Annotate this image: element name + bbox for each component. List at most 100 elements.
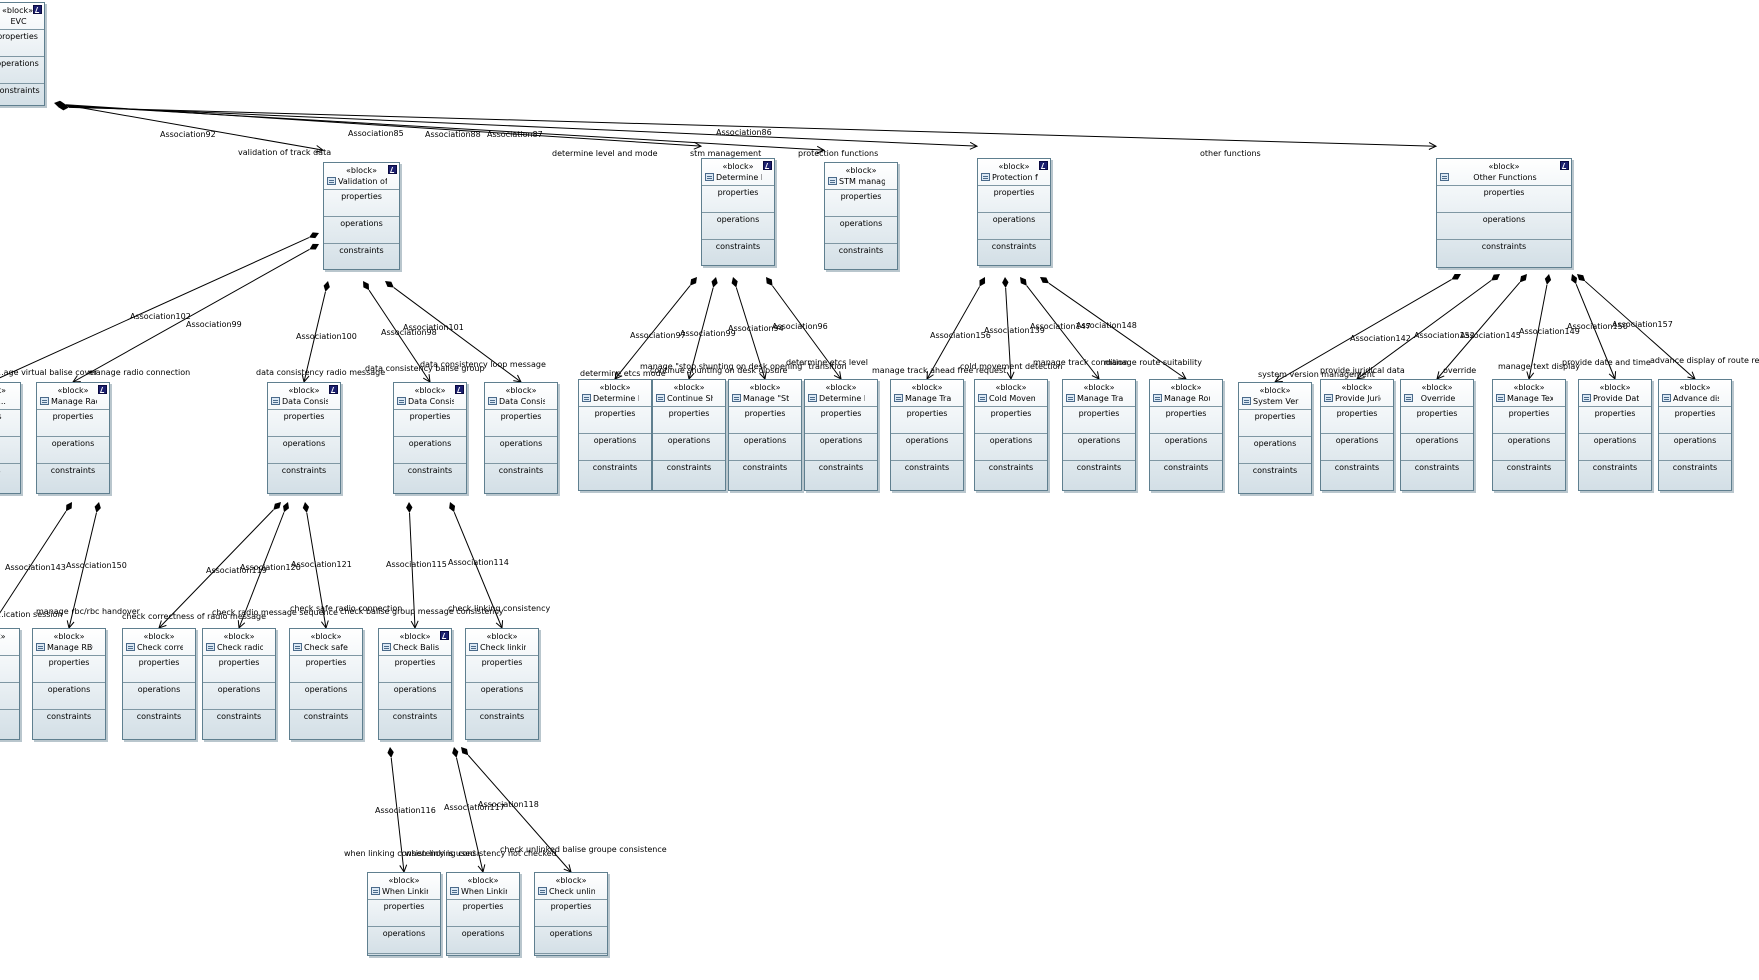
block-rbc[interactable]: «block»Manage RBC...propertiesoperations… bbox=[32, 628, 106, 740]
association-role: check radio message sequence bbox=[212, 608, 338, 617]
block-name: ... bbox=[0, 642, 7, 653]
block-jur[interactable]: «block»Provide Juridi...propertiesoperat… bbox=[1320, 379, 1394, 491]
diagram-link-icon[interactable] bbox=[388, 165, 397, 174]
block-determine[interactable]: «block»Determine le...propertiesoperatio… bbox=[701, 158, 775, 266]
block-det1[interactable]: «block»Determine ET...propertiesoperatio… bbox=[578, 379, 652, 491]
association-role: determine etcs level bbox=[786, 358, 868, 367]
diagram-link-icon[interactable] bbox=[763, 161, 772, 170]
compartment-constraints: constraints bbox=[1150, 460, 1222, 487]
block-checkl[interactable]: «block»Check linkin...propertiesoperatio… bbox=[465, 628, 539, 740]
block-header: «block»Manage Text... bbox=[1493, 380, 1565, 406]
compartment-constraints bbox=[535, 953, 607, 980]
block-stereotype: «block» bbox=[1083, 383, 1115, 392]
association-line bbox=[158, 509, 274, 629]
block-mstop[interactable]: «block»Manage "Sto...propertiesoperation… bbox=[728, 379, 802, 491]
association-role: determine level and mode bbox=[552, 149, 658, 158]
block-type-icon bbox=[450, 887, 459, 895]
block-stereotype: «block» bbox=[673, 383, 705, 392]
block-dc2[interactable]: «block»Data Consist...propertiesoperatio… bbox=[393, 382, 467, 494]
block-checkb[interactable]: «block»Check Balise ...propertiesoperati… bbox=[378, 628, 452, 740]
diagram-link-icon[interactable] bbox=[1039, 161, 1048, 170]
block-mtext[interactable]: «block»Manage Text...propertiesoperation… bbox=[1492, 379, 1566, 491]
association-name: Association118 bbox=[478, 800, 539, 809]
compartment-operations: operations bbox=[1493, 433, 1565, 460]
block-protection[interactable]: «block»Protection fu...propertiesoperati… bbox=[977, 158, 1051, 266]
block-dc3[interactable]: «block»Data Consist...propertiesoperatio… bbox=[484, 382, 558, 494]
block-stm[interactable]: «block»STM manage...propertiesoperations… bbox=[824, 162, 898, 270]
compartment-constraints: constraints bbox=[268, 463, 340, 490]
diagram-link-icon[interactable] bbox=[455, 385, 464, 394]
block-type-icon bbox=[538, 887, 547, 895]
compartment-constraints: constraints bbox=[579, 460, 651, 487]
block-name: Manage Rou... bbox=[1164, 394, 1210, 403]
block-stereotype: «block» bbox=[345, 166, 377, 175]
block-when1[interactable]: «block»When Linkin...propertiesoperation… bbox=[367, 872, 441, 956]
block-type-icon bbox=[1242, 397, 1251, 405]
block-type-icon bbox=[1440, 173, 1449, 181]
block-mtrac1[interactable]: «block»Manage Trac...propertiesoperation… bbox=[890, 379, 964, 491]
block-cold[interactable]: «block»Cold Movem...propertiesoperations… bbox=[974, 379, 1048, 491]
block-type-icon bbox=[828, 177, 837, 185]
block-when2[interactable]: «block»When Linkin...propertiesoperation… bbox=[446, 872, 520, 956]
block-mtrac2[interactable]: «block»Manage Trac...propertiesoperation… bbox=[1062, 379, 1136, 491]
association-role: manage track condition bbox=[1033, 358, 1129, 367]
compartment-properties: properties bbox=[1579, 406, 1651, 433]
association-name: Association98 bbox=[381, 328, 437, 337]
association-name: Association96 bbox=[772, 322, 828, 331]
association-name: Association114 bbox=[448, 558, 509, 567]
diagram-link-icon[interactable] bbox=[98, 385, 107, 394]
association-name: Association150 bbox=[66, 561, 127, 570]
block-header: «block»Determine ET... bbox=[805, 380, 877, 406]
navigation-arrowhead bbox=[693, 141, 703, 150]
block-type-icon bbox=[705, 173, 714, 181]
block-mrou[interactable]: «block»Manage Rou...propertiesoperations… bbox=[1149, 379, 1223, 491]
diagram-link-icon[interactable] bbox=[440, 631, 449, 640]
block-checks[interactable]: «block»Check safe ra...propertiesoperati… bbox=[289, 628, 363, 740]
block-type-icon bbox=[271, 397, 280, 405]
block-type-icon bbox=[732, 394, 741, 402]
association-line bbox=[467, 754, 572, 873]
composition-diamond bbox=[1571, 274, 1578, 285]
association-name: Association149 bbox=[1519, 327, 1580, 336]
diagram-link-icon[interactable] bbox=[33, 5, 42, 14]
compartment-properties: properties bbox=[653, 406, 725, 433]
block-validation[interactable]: «block»Validation of ...propertiesoperat… bbox=[323, 162, 400, 270]
block-name: When Linkin... bbox=[382, 887, 428, 896]
block-virtual[interactable]: «block»...irtu......ties...ns...nts bbox=[0, 382, 21, 494]
block-checkr[interactable]: «block»Check radio ...propertiesoperatio… bbox=[202, 628, 276, 740]
block-sysver[interactable]: «block»System Versi...propertiesoperatio… bbox=[1238, 382, 1312, 494]
block-header: «block»Other Functions bbox=[1437, 159, 1571, 185]
block-checkc[interactable]: «block»Check correc...propertiesoperatio… bbox=[122, 628, 196, 740]
block-evc[interactable]: «block»EVCpropertiesoperationsconstraint… bbox=[0, 2, 45, 106]
block-header: «block»Manage RBC... bbox=[33, 629, 105, 655]
block-edgeleft[interactable]: «block»............ bbox=[0, 628, 20, 740]
diagram-link-icon[interactable] bbox=[329, 385, 338, 394]
block-cont[interactable]: «block»Continue Sh...propertiesoperation… bbox=[652, 379, 726, 491]
compartment-operations: operations bbox=[37, 436, 109, 463]
compartment-properties: properties bbox=[1239, 409, 1311, 436]
block-pdate[interactable]: «block»Provide Date ...propertiesoperati… bbox=[1578, 379, 1652, 491]
block-adv[interactable]: «block»Advance dis...propertiesoperation… bbox=[1658, 379, 1732, 491]
block-type-icon bbox=[894, 394, 903, 402]
navigation-arrowhead bbox=[1428, 142, 1438, 150]
association-line bbox=[455, 757, 484, 873]
compartment-properties: properties bbox=[891, 406, 963, 433]
block-name: Data Consist... bbox=[282, 397, 328, 406]
block-name: STM manage... bbox=[839, 177, 885, 186]
block-radio[interactable]: «block»Manage Radi...propertiesoperation… bbox=[36, 382, 110, 494]
compartment-properties: ... bbox=[0, 655, 19, 682]
composition-diamond bbox=[387, 747, 394, 758]
block-det2[interactable]: «block»Determine ET...propertiesoperatio… bbox=[804, 379, 878, 491]
block-stereotype: «block» bbox=[310, 632, 342, 641]
block-stereotype: «block» bbox=[1421, 383, 1453, 392]
composition-diamond bbox=[1491, 274, 1500, 281]
diagram-link-icon[interactable] bbox=[1560, 161, 1569, 170]
block-stereotype: «block» bbox=[0, 632, 6, 641]
block-type-icon bbox=[327, 177, 336, 185]
block-checku[interactable]: «block»Check unlink...propertiesoperatio… bbox=[534, 872, 608, 956]
block-dc1[interactable]: «block»Data Consist...propertiesoperatio… bbox=[267, 382, 341, 494]
block-type-icon bbox=[371, 887, 380, 895]
composition-diamond bbox=[1519, 274, 1527, 283]
